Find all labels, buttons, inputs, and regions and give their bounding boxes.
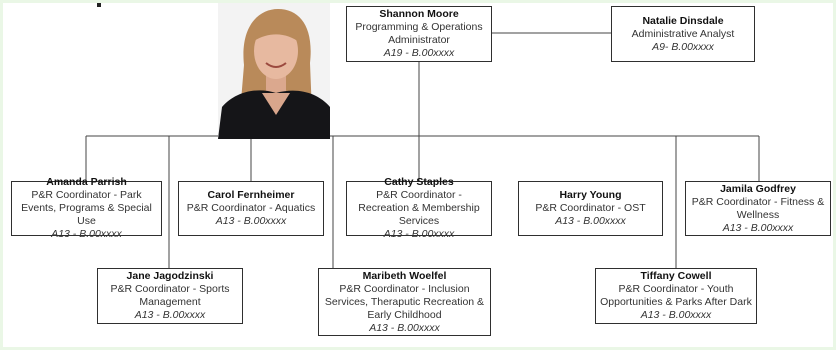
node-code: A13 - B.00xxxx — [640, 309, 712, 321]
node-code: A13 - B.00xxxx — [134, 309, 206, 321]
node-title: P&R Coordinator - Sports Management — [110, 283, 230, 308]
corner-mark — [97, 3, 101, 7]
portrait-image — [218, 3, 330, 139]
node-maribeth-woelfel: Maribeth Woelfel P&R Coordinator - Inclu… — [318, 268, 491, 336]
node-amanda-parrish: Amanda Parrish P&R Coordinator - Park Ev… — [11, 176, 162, 240]
node-title: P&R Coordinator - Park Events, Programs … — [21, 189, 152, 227]
node-title: P&R Coordinator - Youth Opportunities & … — [600, 283, 752, 308]
node-title: P&R Coordinator - Recreation & Membershi… — [358, 189, 480, 227]
node-name: Tiffany Cowell — [640, 270, 712, 282]
node-harry-young: Harry Young P&R Coordinator - OST A13 - … — [518, 181, 663, 236]
node-name: Natalie Dinsdale — [642, 14, 724, 27]
node-code: A13 - B.00xxxx — [555, 215, 626, 227]
node-natalie-dinsdale: Natalie Dinsdale Administrative Analyst … — [611, 6, 755, 62]
profile-photo — [218, 3, 330, 139]
node-shannon-moore: Shannon Moore Programming & Operations A… — [346, 6, 492, 62]
node-title: P&R Coordinator - Aquatics — [186, 202, 316, 214]
node-code: A13 - B.00xxxx — [51, 228, 122, 240]
node-code: A13 - B.00xxxx — [383, 228, 455, 240]
node-name: Shannon Moore — [379, 8, 459, 20]
connector-lines — [85, 32, 760, 268]
node-code: A13 - B.00xxxx — [722, 221, 794, 234]
node-carol-fernheimer: Carol Fernheimer P&R Coordinator - Aquat… — [178, 181, 324, 236]
node-name: Jane Jagodzinski — [126, 270, 214, 282]
node-jamila-godfrey: Jamila Godfrey P&R Coordinator - Fitness… — [685, 181, 831, 236]
node-tiffany-cowell: Tiffany Cowell P&R Coordinator - Youth O… — [595, 268, 757, 324]
node-title: Programming & Operations Administrator — [355, 21, 483, 46]
node-code: A13 - B.00xxxx — [215, 215, 287, 227]
node-name: Cathy Staples — [384, 176, 454, 188]
node-code: A9- B.00xxxx — [652, 40, 714, 53]
node-name: Jamila Godfrey — [720, 182, 796, 195]
node-code: A19 - B.00xxxx — [383, 47, 455, 59]
node-name: Harry Young — [559, 189, 622, 201]
node-code: A13 - B.00xxxx — [369, 321, 440, 334]
node-jane-jagodzinski: Jane Jagodzinski P&R Coordinator - Sport… — [97, 268, 243, 324]
node-cathy-staples: Cathy Staples P&R Coordinator - Recreati… — [346, 176, 492, 240]
node-title: P&R Coordinator - Fitness & Wellness — [691, 195, 825, 221]
node-title: Administrative Analyst — [631, 27, 735, 40]
node-title: P&R Coordinator - OST — [535, 202, 646, 214]
node-name: Carol Fernheimer — [207, 189, 295, 201]
node-title: P&R Coordinator - Inclusion Services, Th… — [324, 282, 485, 321]
node-name: Maribeth Woelfel — [362, 269, 447, 282]
node-name: Amanda Parrish — [46, 176, 127, 188]
org-chart: Shannon Moore Programming & Operations A… — [3, 3, 833, 347]
